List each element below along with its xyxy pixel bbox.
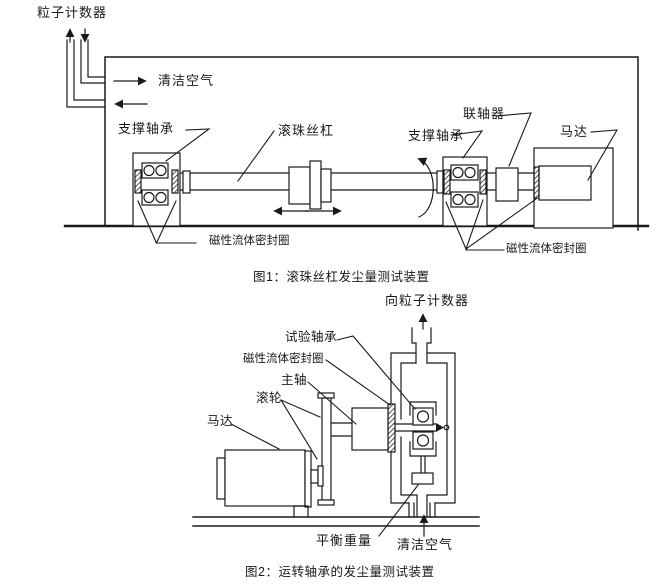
fig2-label-motor: 马达 [207,414,234,428]
fig2-label-main-shaft: 主轴 [281,373,308,387]
fig2-chamber-outer [390,352,456,518]
fig1-support-bearing-right-drawing [436,156,488,227]
fig1-label-seal-right: 磁性流体密封圈 [506,243,587,255]
fig2-label-clean-air: 清洁空气 [397,537,454,552]
fig2-label-test-bearing: 试验轴承 [285,330,338,344]
fig1-motor-drawing [533,147,614,229]
shaft-end-dot [443,424,450,431]
fig2-base-plate [192,516,480,527]
fig2-label-seal: 磁性流体密封圈 [243,353,324,365]
fig2-label-balance-weight: 平衡重量 [316,533,373,548]
fig1-label-ball-screw: 滚珠丝杠 [278,123,335,138]
fig2-motor-drawing [216,449,324,518]
fig2-roller-drawing [317,392,335,506]
fig2-drawing [192,313,480,537]
fig1-label-motor: 马达 [560,124,589,139]
fig1-label-support-bearing-left: 支撑轴承 [118,121,175,136]
fig1-label-particle-counter: 粒子计数器 [37,5,108,20]
fig2-seal-hatch [387,403,396,453]
fig2-label-roller: 滚轮 [256,391,283,405]
seal-hatch [443,169,451,195]
fig2-chamber-inner [400,362,448,517]
fig1-label-seal-left: 磁性流体密封圈 [209,235,290,247]
fig1-leader-lines [137,112,619,251]
fig1-label-coupling: 联轴器 [463,106,506,121]
fig1-particle-counter-tubes [65,28,105,108]
fig2-leader-lines [230,335,419,537]
fig1-ball-screw-nut [288,160,332,210]
fig2-main-shaft [330,422,353,437]
fig1-enclosure [104,56,639,231]
fig1-coupling-drawing [495,167,519,202]
fig2-spindle-housing [351,407,389,451]
fig2-outlet-tube [411,327,432,364]
seal-hatch [134,169,142,194]
motor-foot [293,505,309,518]
fig1-caption: 图1：滚珠丝杠发尘量测试装置 [253,270,430,284]
rotation-arrow-icon [417,157,434,218]
shaft-tip-arrow-icon [436,423,444,432]
seal-hatch [533,166,540,199]
fig1-support-bearing-left-drawing [132,152,191,227]
seal-hatch [171,169,179,194]
seal-hatch [479,169,487,195]
fig2-label-to-particle-counter: 向粒子计数器 [385,293,470,308]
fig2-balance-weight-drawing [411,455,434,485]
fig2-test-bearing-drawing [409,401,437,457]
fig1-label-support-bearing-right: 支撑轴承 [408,128,465,143]
fig1-drawing [63,28,650,251]
fig1-label-clean-air: 清洁空气 [158,73,215,88]
fig2-caption: 图2：运转轴承的发尘量测试装置 [245,565,435,579]
